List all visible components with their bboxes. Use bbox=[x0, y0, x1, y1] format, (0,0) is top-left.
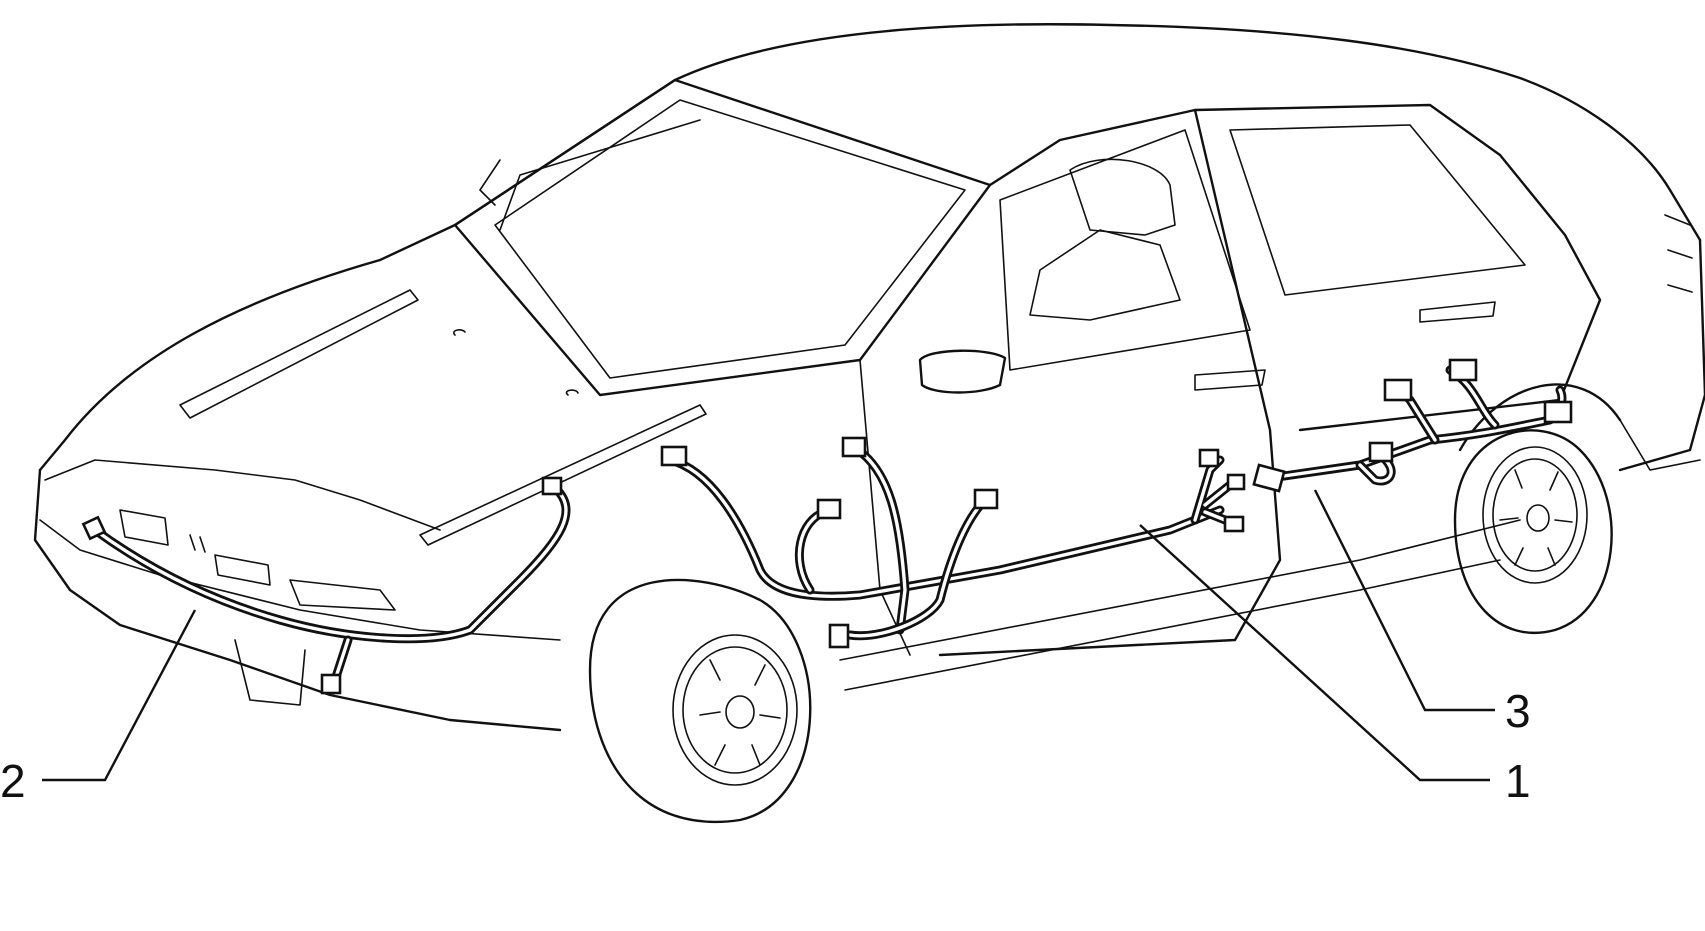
connector bbox=[816, 498, 842, 520]
connector bbox=[81, 515, 107, 541]
leader-line-1 bbox=[1139, 524, 1490, 782]
connector bbox=[841, 436, 867, 458]
callout-3: 3 bbox=[1505, 685, 1531, 737]
connector bbox=[973, 488, 999, 510]
callout-1: 1 bbox=[1505, 755, 1531, 807]
rear-wheel bbox=[1453, 429, 1613, 635]
connector bbox=[1252, 463, 1286, 493]
leader-line-2 bbox=[42, 609, 197, 782]
connector bbox=[660, 445, 688, 467]
connector bbox=[1198, 448, 1220, 468]
connector bbox=[1226, 473, 1246, 491]
connector bbox=[541, 476, 563, 496]
callout-leaders bbox=[42, 489, 1495, 782]
front-wheel bbox=[588, 578, 812, 823]
connector bbox=[1223, 515, 1245, 533]
connector bbox=[1368, 441, 1394, 463]
connector bbox=[1383, 378, 1413, 402]
harness-3-rear bbox=[1252, 358, 1573, 493]
harness-1-main bbox=[660, 436, 1246, 649]
callout-2: 2 bbox=[0, 755, 26, 807]
leader-line-3 bbox=[1313, 489, 1495, 712]
connector bbox=[320, 673, 342, 695]
connector bbox=[1543, 400, 1573, 424]
connector bbox=[1448, 358, 1478, 382]
connector bbox=[828, 623, 850, 649]
harness-2-front-bumper bbox=[81, 476, 571, 695]
